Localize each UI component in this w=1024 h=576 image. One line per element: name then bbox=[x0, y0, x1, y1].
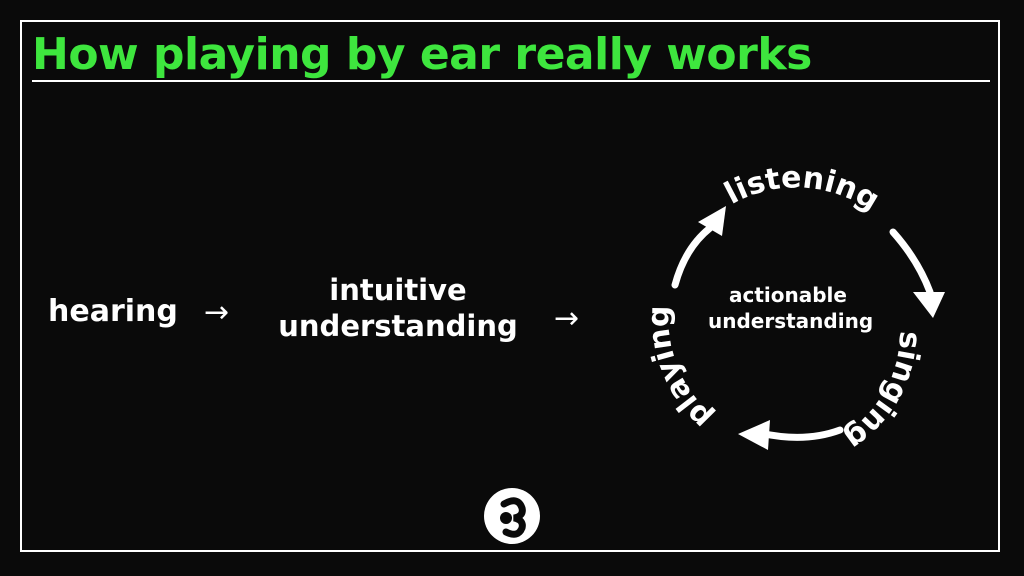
title-divider bbox=[32, 80, 990, 82]
arrow-right-icon: → bbox=[554, 301, 580, 336]
node-intuitive-line-1: intuitive bbox=[329, 273, 467, 307]
cycle-label-listening-text: listening bbox=[719, 160, 885, 218]
arrow-right-icon: → bbox=[204, 295, 230, 330]
cycle-label-singing-text: singing bbox=[838, 330, 927, 456]
circle-logo-icon bbox=[500, 497, 526, 538]
arrowhead-down-right-icon bbox=[913, 292, 945, 318]
arrowhead-left-icon bbox=[738, 420, 770, 450]
arrowhead-up-icon bbox=[698, 206, 726, 236]
cycle-arc-playing-to-listening bbox=[671, 224, 714, 289]
cycle-arc-singing-to-playing bbox=[756, 426, 844, 441]
cycle-diagram: listening singing playing bbox=[641, 160, 945, 457]
cycle-label-listening: listening bbox=[719, 160, 885, 218]
slide-title: How playing by ear really works bbox=[32, 29, 812, 80]
node-hearing: hearing bbox=[48, 294, 178, 329]
node-actionable-line-1: actionable bbox=[729, 283, 847, 307]
cycle-arc-listening-to-singing bbox=[889, 228, 934, 296]
node-actionable-understanding: actionable understanding bbox=[708, 282, 874, 334]
node-intuitive-understanding: intuitive understanding bbox=[268, 272, 528, 344]
node-intuitive-line-2: understanding bbox=[278, 309, 518, 343]
cycle-label-singing: singing bbox=[838, 330, 927, 456]
node-actionable-line-2: understanding bbox=[708, 309, 874, 333]
brand-logo bbox=[484, 488, 540, 544]
slide-frame bbox=[20, 20, 1000, 552]
